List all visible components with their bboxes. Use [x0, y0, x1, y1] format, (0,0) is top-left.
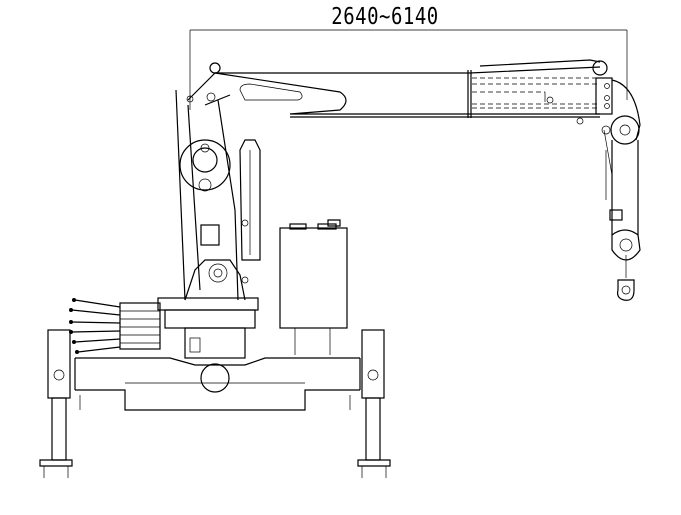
jib-arm	[603, 129, 641, 301]
boom-head	[592, 60, 641, 145]
chassis-beam	[74, 357, 361, 411]
oil-tank	[279, 219, 348, 355]
boom-reach-dimension-label: 2640~6140	[331, 3, 439, 31]
control-valve-bank	[69, 298, 161, 354]
crane-column	[175, 89, 261, 301]
left-outrigger	[39, 329, 81, 478]
base	[157, 297, 259, 359]
boom	[186, 59, 601, 125]
dimension-line	[189, 29, 628, 110]
right-outrigger	[349, 329, 391, 478]
